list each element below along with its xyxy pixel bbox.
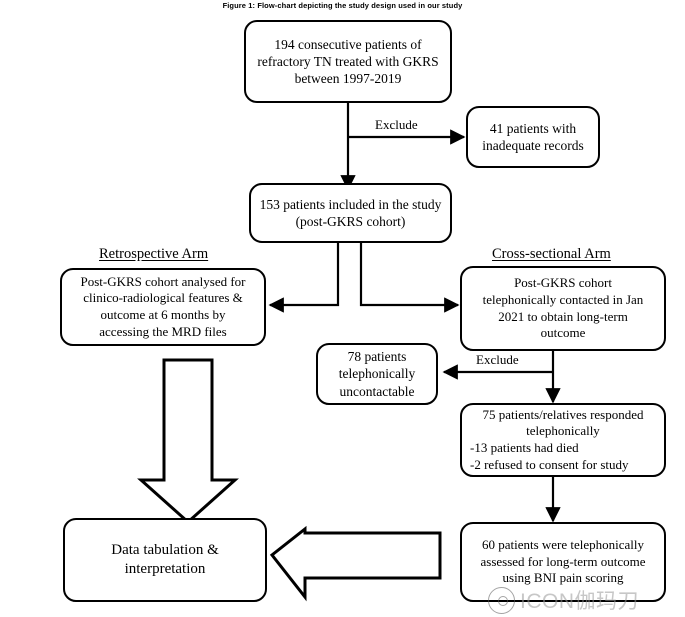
edge-label-exclude-records: Exclude — [372, 118, 421, 131]
edge-included-to-retrospective — [268, 243, 340, 313]
node-line: outcome — [540, 325, 586, 341]
node-line: clinico-radiological features & — [83, 290, 243, 306]
heading-cross-sectional-arm: Cross-sectional Arm — [492, 246, 611, 262]
node-included-cohort: 153 patients included in the study (post… — [249, 183, 452, 243]
node-data-tabulation: Data tabulation & interpretation — [63, 518, 267, 602]
node-line: interpretation — [124, 561, 206, 577]
node-line: accessing the MRD files — [99, 323, 227, 339]
node-line: outcome at 6 months by — [100, 307, 226, 322]
heading-retrospective-arm: Retrospective Arm — [99, 246, 209, 262]
node-line: 2021 to obtain long-term — [498, 308, 628, 324]
node-line: telephonically — [526, 423, 600, 439]
node-retrospective-analysis: Post-GKRS cohort analysed for clinico-ra… — [60, 268, 266, 346]
node-line: inadequate records — [482, 138, 584, 153]
edge-label-exclude-uncontactable: Exclude — [473, 353, 522, 366]
node-line: using BNI pain scoring — [502, 570, 624, 586]
node-excluded-records: 41 patients with inadequate records — [466, 106, 600, 168]
node-line: Data tabulation & — [111, 541, 219, 558]
node-line: uncontactable — [339, 383, 415, 399]
node-uncontactable: 78 patients telephonically uncontactable — [316, 343, 438, 405]
node-line: 75 patients/relatives responded — [482, 406, 644, 422]
figure-caption: Figure 1: Flow-chart depicting the study… — [222, 1, 463, 10]
node-line: refractory TN treated with GKRS — [257, 53, 439, 69]
edge-included-to-crosssectional — [359, 243, 460, 313]
node-line: -13 patients had died — [470, 440, 579, 455]
block-arrow-down — [137, 358, 239, 525]
node-line: 78 patients — [347, 349, 407, 365]
node-line: -2 refused to consent for study — [470, 456, 629, 472]
node-line: between 1997-2019 — [294, 71, 402, 87]
node-line: Post-GKRS cohort — [514, 275, 612, 291]
node-line: telephonically contacted in Jan — [482, 291, 644, 307]
node-line: 41 patients with — [489, 120, 577, 136]
node-assessed-bni: 60 patients were telephonically assessed… — [460, 522, 666, 602]
node-line: Post-GKRS cohort analysed for — [80, 273, 246, 289]
node-line: 153 patients included in the study — [259, 196, 442, 212]
node-line: 194 consecutive patients of — [274, 36, 422, 52]
node-line: assessed for long-term outcome — [480, 553, 646, 569]
node-initial-cohort: 194 consecutive patients of refractory T… — [244, 20, 452, 103]
node-cross-sectional-contact: Post-GKRS cohort telephonically contacte… — [460, 266, 666, 351]
node-responded: 75 patients/relatives responded telephon… — [460, 403, 666, 477]
node-line: (post-GKRS cohort) — [295, 214, 406, 229]
node-line: 60 patients were telephonically — [481, 537, 645, 553]
block-arrow-left — [269, 525, 442, 602]
node-line: telephonically — [338, 366, 416, 382]
